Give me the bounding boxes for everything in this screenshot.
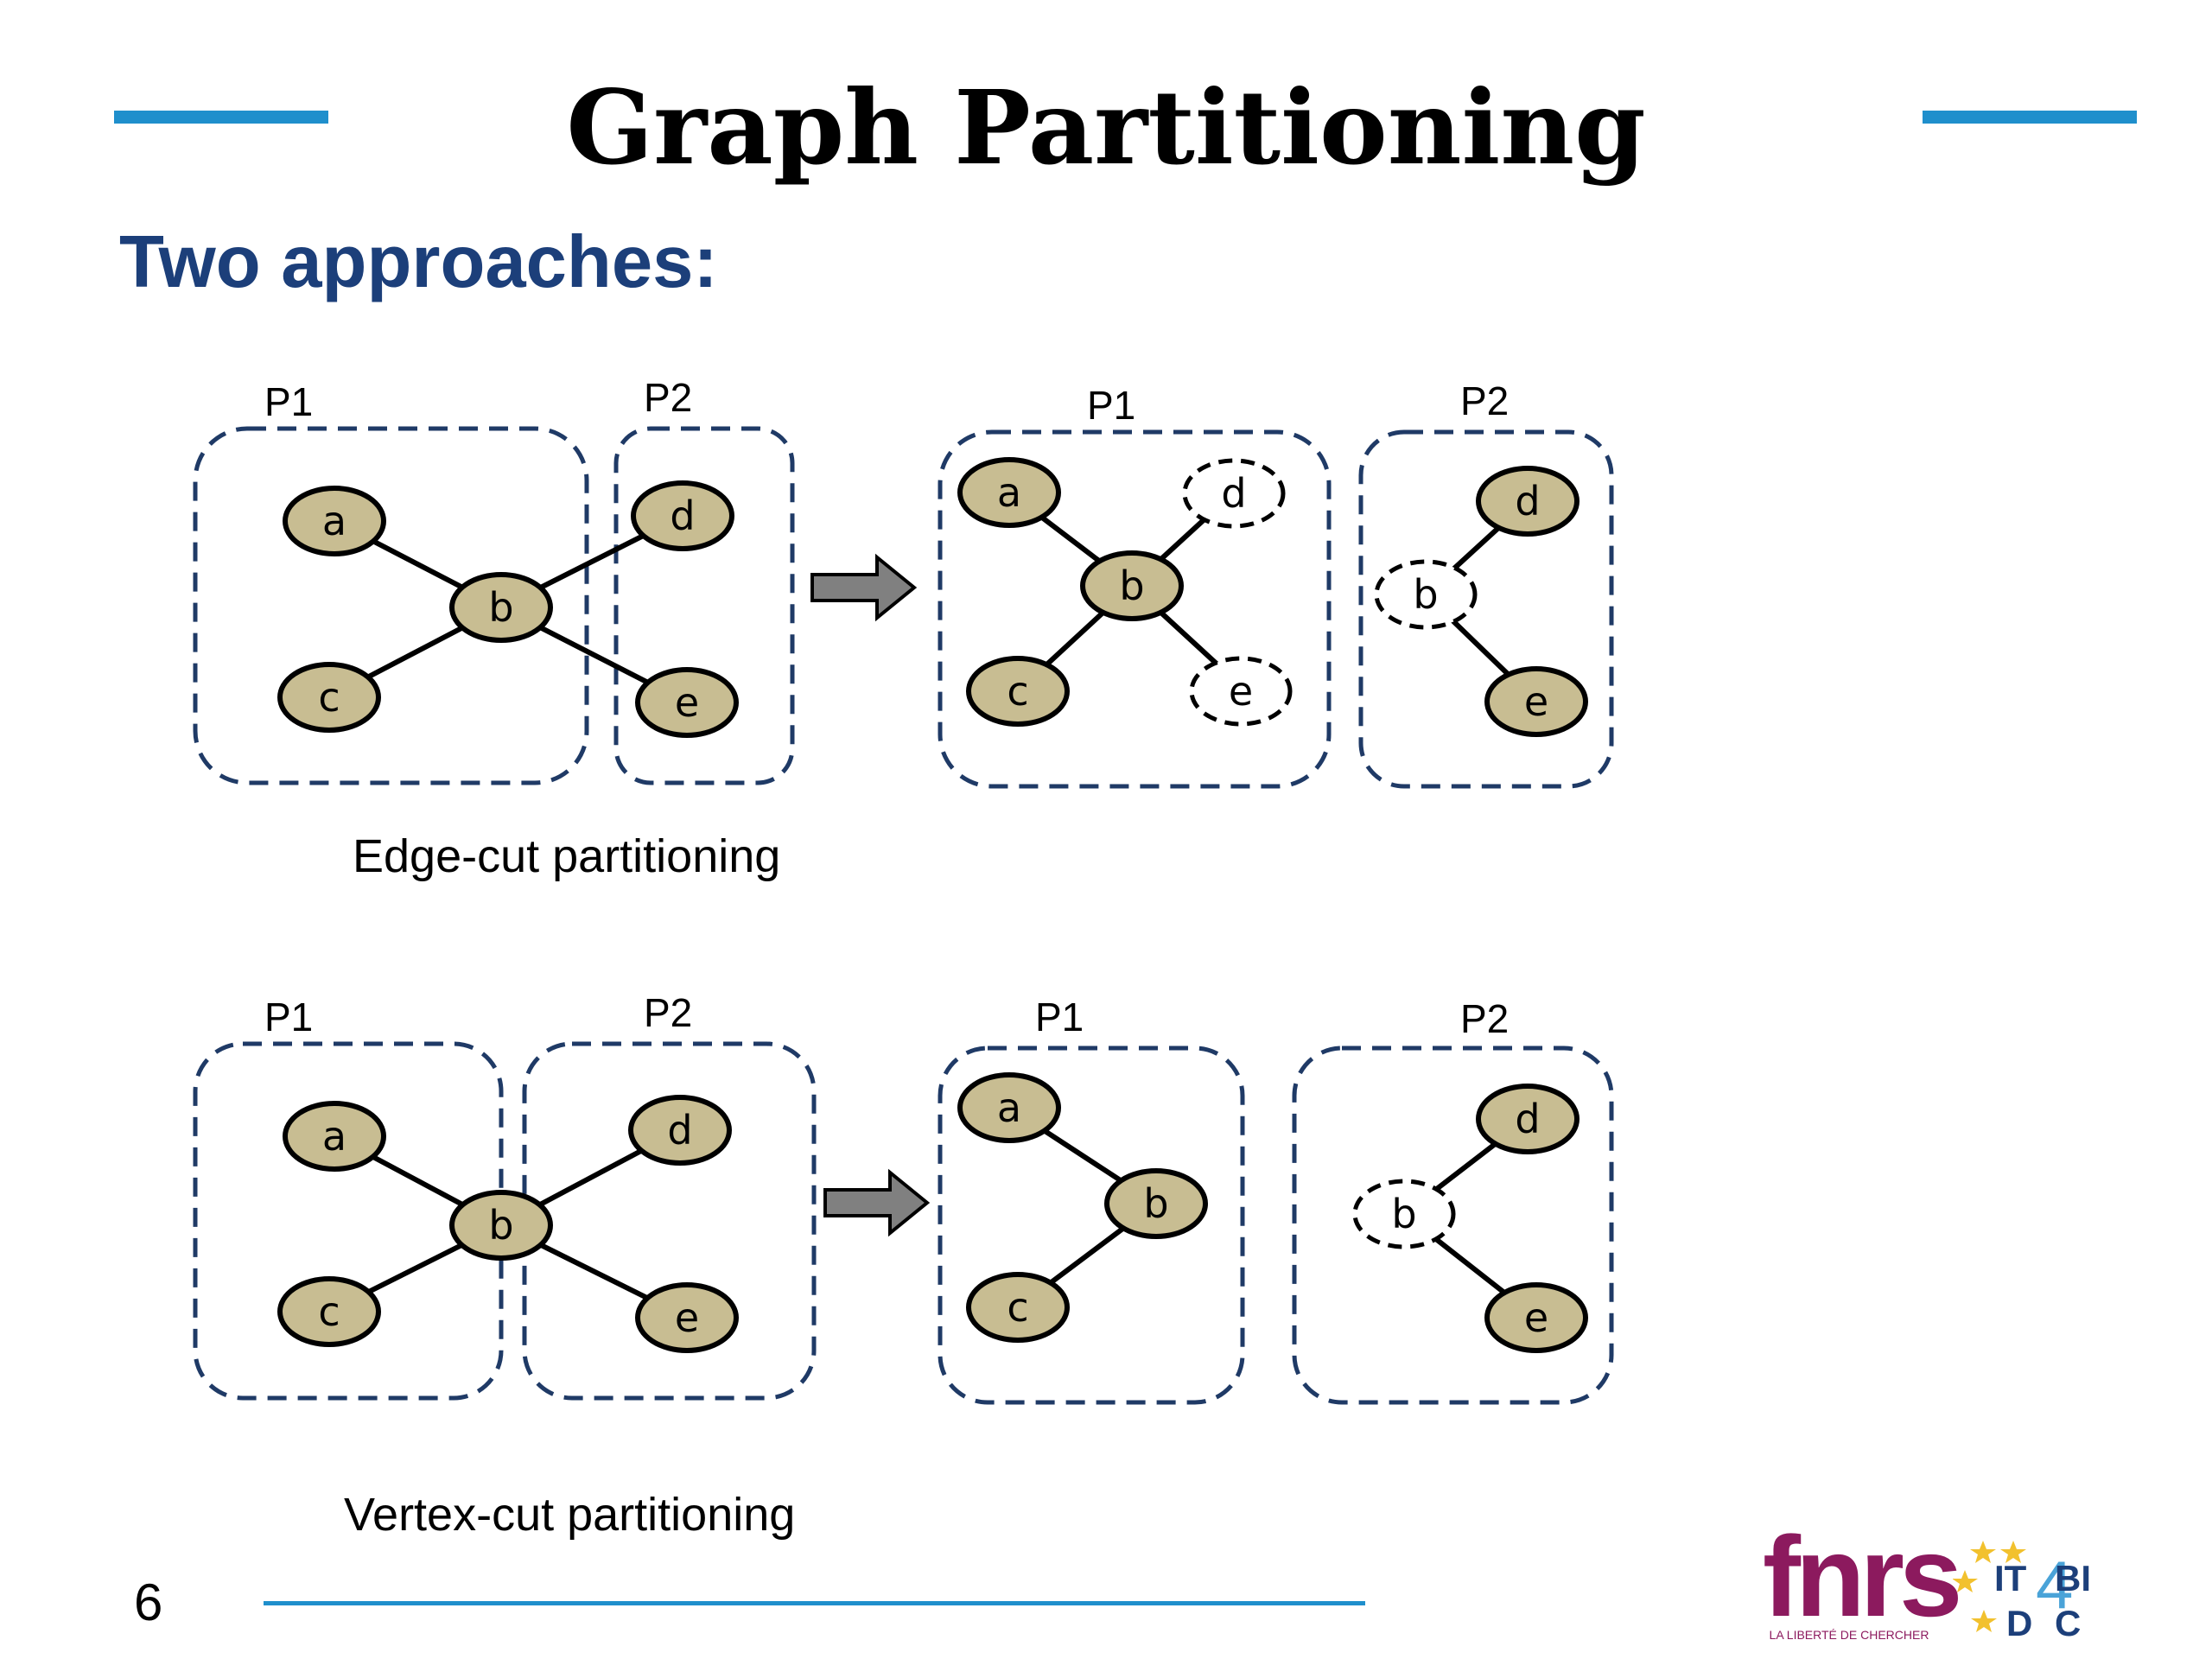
node-b-label: b bbox=[1119, 563, 1144, 609]
node-d-label: d bbox=[667, 1107, 692, 1154]
it4bi-it-text: IT bbox=[1994, 1558, 2027, 1599]
node-b bbox=[449, 572, 553, 643]
edge-cut-before-partition-p1 bbox=[193, 426, 589, 785]
vertex-cut-before-partition-p1 bbox=[193, 1041, 504, 1401]
edge-cut-after-p2-label: P2 bbox=[1460, 378, 1509, 423]
node-d bbox=[1476, 1084, 1580, 1154]
node-a-label: a bbox=[322, 1113, 346, 1160]
node-a bbox=[957, 1072, 1061, 1143]
node-b bbox=[1080, 550, 1184, 621]
ghost-node-e-label: e bbox=[1229, 668, 1253, 715]
node-d-label: d bbox=[1515, 1096, 1540, 1142]
edge-cut-after: P1 P2 a b c d e b d e bbox=[938, 378, 1614, 789]
star-icon bbox=[2000, 1541, 2026, 1563]
vertex-cut-after-p2-label: P2 bbox=[1460, 996, 1509, 1041]
node-e bbox=[635, 1282, 739, 1353]
ghost-node-b-label: b bbox=[1413, 571, 1438, 618]
node-c-label: c bbox=[1007, 668, 1028, 715]
ghost-node-e bbox=[1189, 656, 1293, 727]
node-d bbox=[628, 1095, 732, 1166]
node-e bbox=[1484, 666, 1588, 737]
footer-line bbox=[264, 1601, 1365, 1605]
title-accent-left bbox=[114, 111, 328, 124]
slide-subtitle: Two approaches: bbox=[119, 221, 718, 303]
vertex-cut-before-p1-label: P1 bbox=[264, 995, 313, 1039]
vertex-cut-after-p1-label: P1 bbox=[1035, 995, 1084, 1039]
node-a-label: a bbox=[997, 469, 1021, 516]
vertex-cut-after: P1 P2 a b c b d e bbox=[938, 995, 1614, 1405]
title-accent-right bbox=[1923, 111, 2137, 124]
node-a bbox=[957, 457, 1061, 528]
it4bi-c-text: C bbox=[2055, 1603, 2081, 1643]
node-a-label: a bbox=[322, 498, 346, 544]
slide-number: 6 bbox=[134, 1573, 163, 1631]
node-e-label: e bbox=[1524, 1294, 1548, 1341]
edge-cut-before-p2-label: P2 bbox=[644, 375, 692, 420]
node-c bbox=[966, 1272, 1070, 1343]
node-d-label: d bbox=[1515, 478, 1540, 524]
node-d-label: d bbox=[670, 493, 695, 539]
edge-cut-after-p1-label: P1 bbox=[1087, 383, 1135, 428]
slide-title: Graph Partitioning bbox=[566, 67, 1646, 188]
fnrs-tagline: LA LIBERTÉ DE CHERCHER bbox=[1769, 1628, 1929, 1642]
node-e-label: e bbox=[675, 1294, 699, 1341]
it4bi-bi-text: BI bbox=[2055, 1558, 2091, 1599]
vertex-cut-caption: Vertex-cut partitioning bbox=[344, 1489, 796, 1541]
ghost-node-d-label: d bbox=[1221, 470, 1246, 517]
star-icon bbox=[1971, 1610, 1997, 1632]
node-c-label: c bbox=[318, 1288, 340, 1335]
edge-cut-transform-arrow bbox=[810, 553, 918, 622]
ghost-node-b-label: b bbox=[1391, 1191, 1416, 1237]
ghost-node-b bbox=[1352, 1179, 1456, 1249]
node-b-label: b bbox=[488, 1202, 513, 1249]
node-d bbox=[1476, 466, 1580, 537]
node-b-label: b bbox=[1143, 1180, 1168, 1227]
it4bi-four-text: 4 bbox=[2036, 1547, 2073, 1623]
node-c-label: c bbox=[318, 674, 340, 721]
ghost-node-d bbox=[1182, 458, 1286, 529]
node-c bbox=[277, 1276, 381, 1347]
node-b bbox=[1104, 1168, 1208, 1239]
node-d bbox=[631, 480, 734, 551]
it4bi-d-text: D bbox=[2006, 1603, 2032, 1643]
node-a bbox=[283, 1101, 386, 1172]
node-e-label: e bbox=[675, 679, 699, 726]
node-e bbox=[635, 667, 739, 738]
vertex-cut-after-partition-p1 bbox=[938, 1046, 1245, 1405]
node-c bbox=[277, 662, 381, 733]
it4bi-dc-logo: IT 4 BI D C bbox=[1953, 1541, 2091, 1643]
edge-cut-after-partition-p2 bbox=[1358, 429, 1614, 789]
vertex-cut-before: P1 P2 a b c d e bbox=[193, 990, 817, 1401]
fnrs-logo-text: fnrs bbox=[1763, 1513, 1962, 1640]
vertex-cut-before-p2-label: P2 bbox=[644, 990, 692, 1035]
edge-cut-after-partition-p1 bbox=[938, 429, 1332, 789]
node-e-label: e bbox=[1524, 678, 1548, 725]
fnrs-logo: fnrs LA LIBERTÉ DE CHERCHER bbox=[1763, 1513, 1962, 1650]
node-c bbox=[966, 656, 1070, 727]
ghost-node-b bbox=[1374, 559, 1478, 630]
edge-cut-before-partition-p2 bbox=[613, 426, 795, 785]
vertex-cut-transform-arrow bbox=[823, 1168, 931, 1237]
node-c-label: c bbox=[1007, 1284, 1028, 1331]
node-a bbox=[283, 486, 386, 556]
vertex-cut-after-partition-p2 bbox=[1292, 1046, 1614, 1405]
node-a-label: a bbox=[997, 1084, 1021, 1131]
node-b bbox=[449, 1190, 553, 1261]
node-b-label: b bbox=[488, 584, 513, 631]
edge-cut-caption: Edge-cut partitioning bbox=[353, 830, 781, 882]
star-icon bbox=[1970, 1541, 1996, 1563]
edge-cut-before: P1 P2 a b c d e bbox=[193, 375, 795, 785]
star-icon bbox=[1953, 1570, 1978, 1592]
edge-cut-before-p1-label: P1 bbox=[264, 379, 313, 424]
node-e bbox=[1484, 1282, 1588, 1353]
